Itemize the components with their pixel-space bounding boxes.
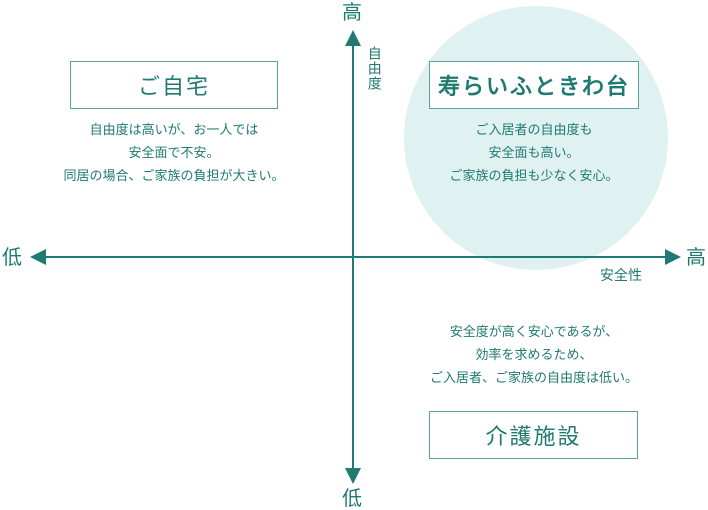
kotobuki-title: 寿らいふときわ台: [437, 74, 630, 100]
facility-line-2: 効率を求めるため、: [475, 348, 593, 363]
kotobuki-title-box: 寿らいふときわ台: [429, 61, 639, 109]
home-line-3: 同居の場合、ご家族の負担が大きい。: [63, 169, 285, 184]
y-axis-high-label: 高: [342, 0, 362, 24]
x-axis-title: 安全性: [600, 268, 642, 284]
x-axis-low-label: 低: [2, 245, 22, 269]
home-line-1: 自由度は高いが、お一人では: [89, 123, 259, 138]
left-arrow-icon: [30, 249, 46, 265]
kotobuki-line-2: 安全面も高い。: [488, 146, 580, 161]
highlight-circle: [404, 6, 668, 270]
facility-description: 安全度が高く安心であるが、 効率を求めるため、 ご入居者、ご家族の自由度は低い。: [384, 321, 684, 390]
kotobuki-line-3: ご家族の負担も少なく安心。: [449, 169, 619, 184]
right-arrow-icon: [665, 249, 681, 265]
up-arrow-icon: [345, 30, 361, 46]
facility-line-1: 安全度が高く安心であるが、: [449, 325, 619, 340]
home-title: ご自宅: [137, 75, 210, 100]
home-line-2: 安全面で不安。: [128, 146, 220, 161]
home-description: 自由度は高いが、お一人では 安全面で不安。 同居の場合、ご家族の負担が大きい。: [24, 119, 324, 188]
facility-title-box: 介護施設: [429, 411, 638, 459]
y-axis-low-label: 低: [342, 486, 362, 510]
kotobuki-line-1: ご入居者の自由度も: [475, 123, 593, 138]
home-title-box: ご自宅: [70, 61, 278, 109]
facility-title: 介護施設: [485, 425, 582, 450]
facility-line-3: ご入居者、ご家族の自由度は低い。: [429, 371, 638, 386]
x-axis-high-label: 高: [686, 245, 706, 269]
y-axis-title: 自由度: [365, 46, 382, 91]
down-arrow-icon: [345, 468, 361, 484]
kotobuki-description: ご入居者の自由度も 安全面も高い。 ご家族の負担も少なく安心。: [404, 119, 664, 188]
